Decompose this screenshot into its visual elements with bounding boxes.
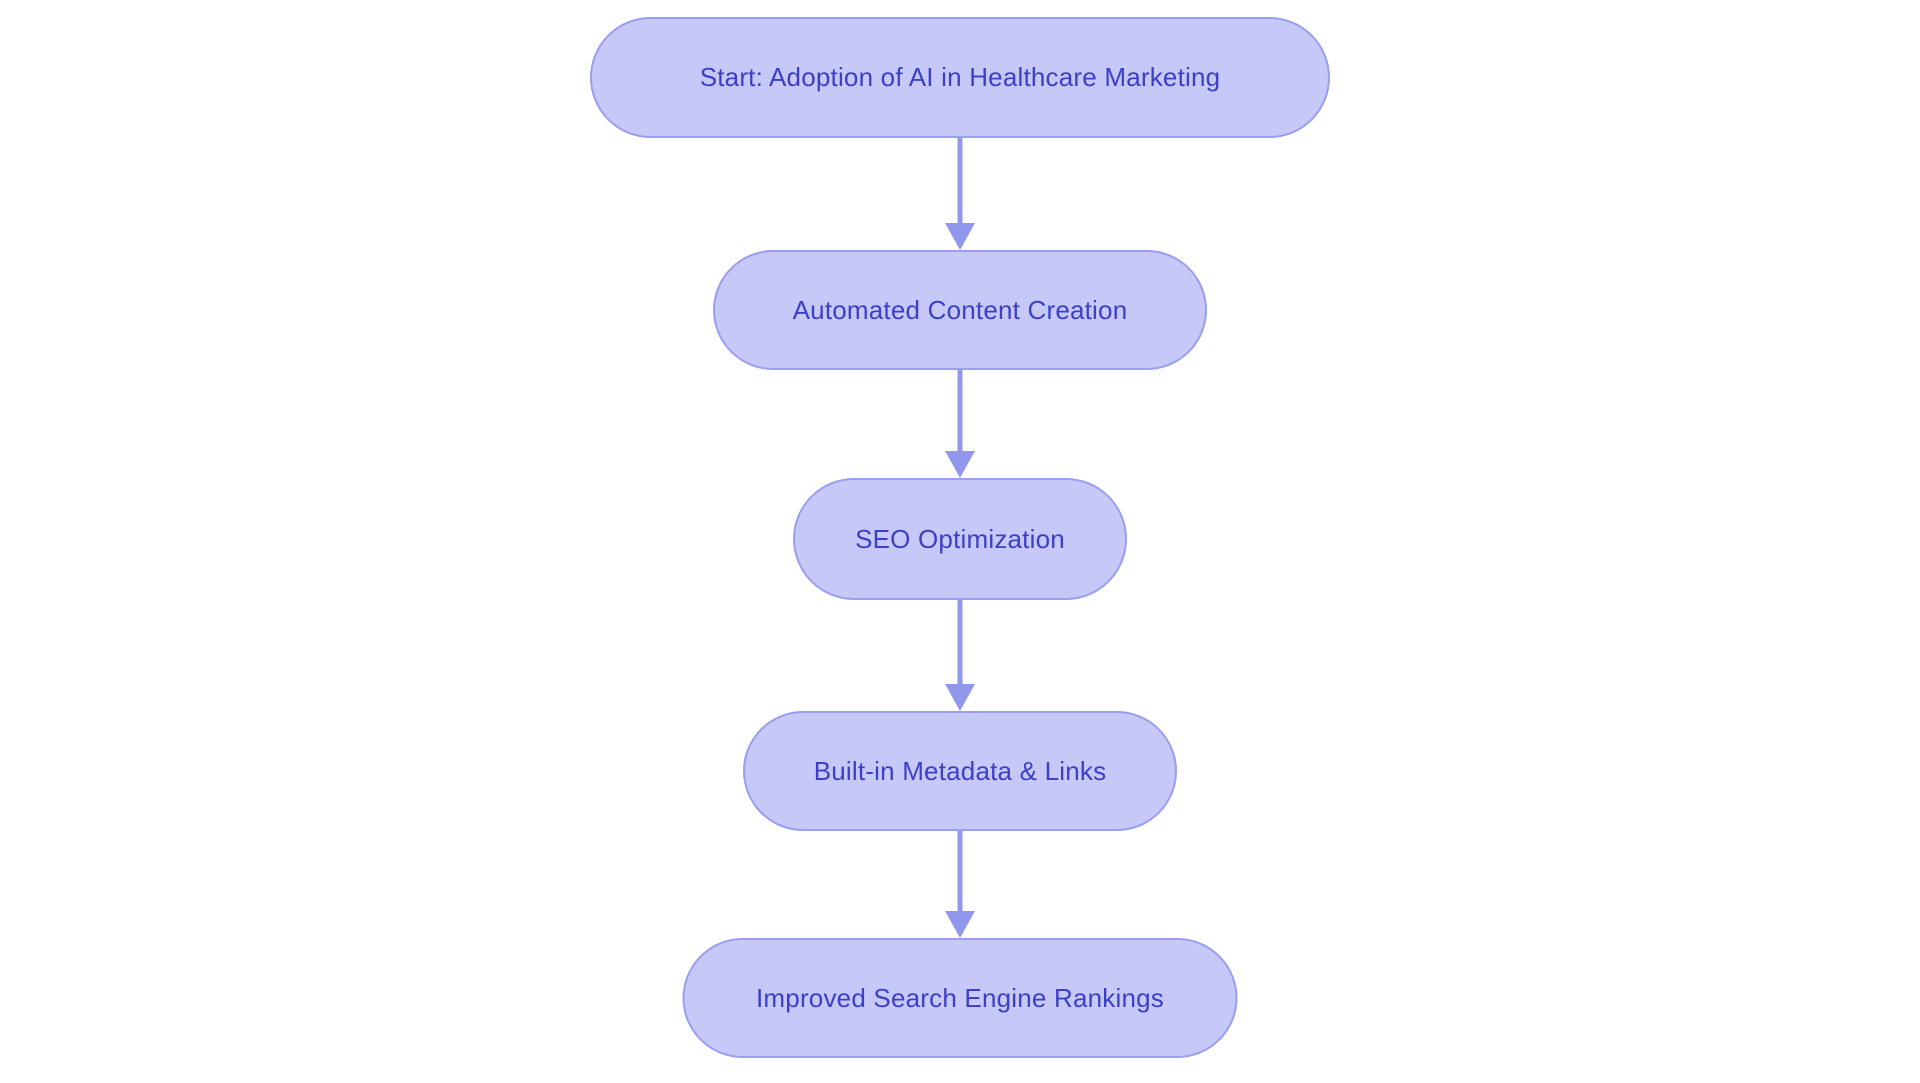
arrow-down-icon bbox=[945, 684, 975, 711]
connector-arrow-1 bbox=[945, 138, 975, 250]
node-label: Built-in Metadata & Links bbox=[813, 755, 1107, 786]
arrow-stem bbox=[957, 138, 963, 234]
arrow-down-icon bbox=[945, 451, 975, 478]
arrow-down-icon bbox=[945, 223, 975, 250]
node-label: Automated Content Creation bbox=[792, 294, 1128, 325]
arrow-stem bbox=[957, 370, 963, 462]
node-label: Improved Search Engine Rankings bbox=[756, 982, 1164, 1013]
flow-node-automated-content-creation: Automated Content Creation bbox=[713, 250, 1207, 370]
connector-arrow-4 bbox=[945, 831, 975, 938]
arrow-stem bbox=[957, 831, 963, 922]
arrow-stem bbox=[957, 600, 963, 695]
flow-node-seo-optimization: SEO Optimization bbox=[793, 478, 1127, 600]
node-label: SEO Optimization bbox=[855, 523, 1065, 554]
connector-arrow-3 bbox=[945, 600, 975, 711]
connector-arrow-2 bbox=[945, 370, 975, 478]
flow-node-start: Start: Adoption of AI in Healthcare Mark… bbox=[590, 17, 1330, 138]
flow-node-built-in-metadata-links: Built-in Metadata & Links bbox=[743, 711, 1177, 831]
arrow-down-icon bbox=[945, 911, 975, 938]
flow-node-improved-search-engine-rankings: Improved Search Engine Rankings bbox=[682, 938, 1238, 1058]
node-label: Start: Adoption of AI in Healthcare Mark… bbox=[699, 62, 1221, 92]
